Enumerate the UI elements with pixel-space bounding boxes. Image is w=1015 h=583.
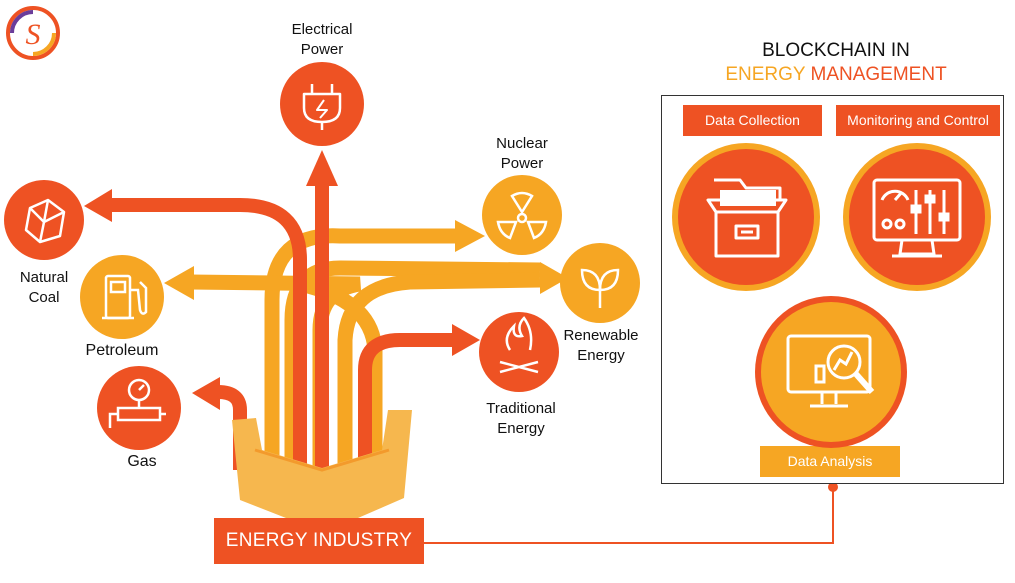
label-line: Power (300, 41, 344, 58)
label-line: Energy (497, 420, 545, 437)
svg-text:S: S (26, 18, 41, 51)
blockchain-panel (661, 95, 1004, 484)
connector-line (424, 487, 834, 544)
label-natural-coal: Natural Coal (6, 268, 82, 308)
label-renewable-energy: Renewable Energy (556, 326, 646, 366)
fuel-pump-icon (102, 274, 148, 320)
label-line: Power (500, 155, 544, 172)
label-gas: Gas (114, 452, 170, 472)
label-line: Nuclear (496, 135, 548, 152)
arrow-head-nuclear (455, 220, 485, 252)
energy-industry-box: ENERGY INDUSTRY (214, 518, 424, 564)
radiation-icon (496, 191, 548, 240)
gas-meter-icon (108, 378, 166, 428)
arrow-head-electrical (306, 150, 338, 186)
arrow-head-coal (84, 189, 112, 222)
natural-coal-node (4, 180, 84, 260)
label-line: Traditional (486, 400, 556, 417)
title-word-energy: ENERGY (725, 64, 806, 85)
campfire-icon (499, 316, 539, 374)
tag-data-analysis: Data Analysis (760, 446, 900, 477)
tag-monitoring-control: Monitoring and Control (836, 105, 1000, 136)
gas-node (97, 366, 181, 450)
tag-data-collection: Data Collection (683, 105, 822, 136)
label-line: Gas (127, 453, 157, 470)
leaf-sprout-icon (580, 268, 620, 308)
label-line: Coal (28, 289, 60, 306)
hands-icon (232, 410, 412, 518)
plug-icon (302, 84, 342, 130)
traditional-energy-node (479, 312, 559, 392)
label-line: Electrical (291, 21, 353, 38)
label-line: Renewable (563, 327, 639, 344)
arrow-head-renewable (540, 262, 568, 294)
label-line: Petroleum (85, 342, 159, 359)
electrical-power-node (280, 62, 364, 146)
arrow-head-gas (192, 377, 220, 410)
coal-rock-icon (24, 198, 66, 244)
arrow-head-petroleum (164, 266, 194, 300)
label-traditional-energy: Traditional Energy (474, 399, 568, 439)
label-petroleum: Petroleum (72, 341, 172, 361)
renewable-energy-node (560, 243, 640, 323)
nuclear-power-node (482, 175, 562, 255)
title-word-management: MANAGEMENT (810, 64, 947, 85)
petroleum-node (80, 255, 164, 339)
blockchain-title: BLOCKCHAIN IN ENERGY MANAGEMENT (700, 39, 972, 87)
label-line: Energy (577, 347, 625, 364)
red-flows (110, 180, 455, 470)
label-line: Natural (19, 269, 69, 286)
brand-logo-icon: S (6, 6, 60, 60)
arrow-head-traditional (452, 324, 480, 356)
title-line-1: BLOCKCHAIN IN (762, 40, 910, 61)
label-electrical-power: Electrical Power (280, 20, 364, 60)
label-nuclear-power: Nuclear Power (485, 134, 559, 174)
connector-dot (828, 482, 838, 492)
